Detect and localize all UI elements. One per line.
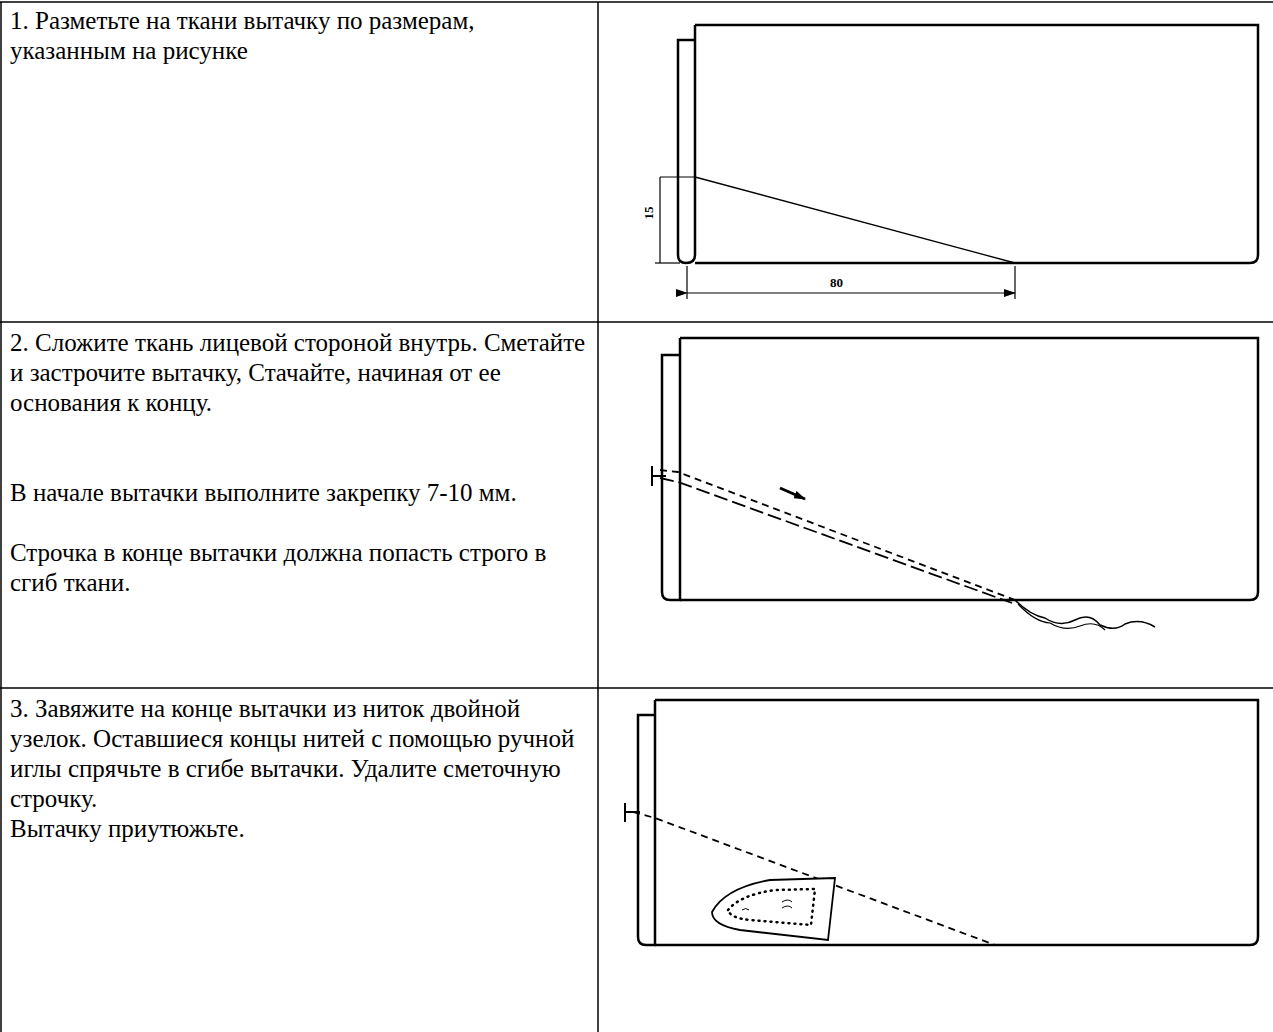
instruction-text: В начале вытачки выполните закрепку 7-10… [10, 478, 590, 508]
instruction-text: 1. Разметьте на ткани вытачку по размера… [10, 6, 590, 66]
instruction-text: Вытачку приутюжьте. [10, 814, 590, 844]
instruction-text: 3. Завяжите на конце вытачки из ниток дв… [10, 694, 590, 814]
dimension-lines [655, 177, 1015, 299]
machine-stitch [660, 478, 1012, 603]
iron-icon [712, 878, 835, 940]
finished-dart [638, 700, 1258, 945]
dimension-label: 80 [828, 276, 845, 290]
dart-stitch [633, 812, 995, 945]
fabric-marking [678, 25, 1258, 263]
instruction-text: 2. Сложите ткань лицевой стороной внутрь… [10, 328, 590, 418]
instruction-text: Строчка в конце вытачки должна попасть с… [10, 538, 590, 598]
dimension-label: 15 [642, 205, 656, 222]
direction-arrow [780, 488, 805, 499]
basting-stitch [660, 470, 1015, 600]
folded-fabric [662, 338, 1258, 600]
bartack [652, 466, 666, 486]
